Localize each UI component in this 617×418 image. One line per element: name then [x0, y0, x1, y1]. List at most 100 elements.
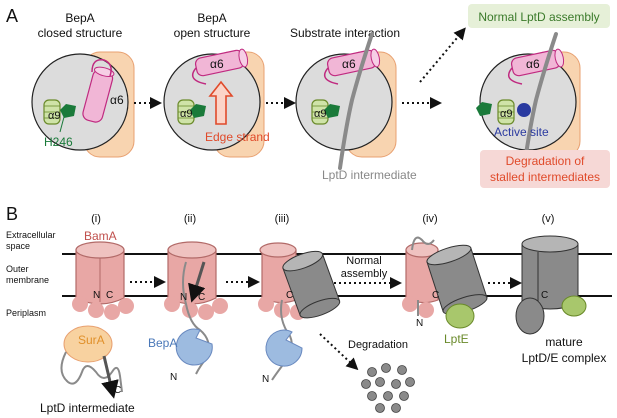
- helix6-cylinder-2: [194, 48, 249, 77]
- lptd-intermediate-strand-3: [338, 32, 374, 170]
- helix6-label-4: α6: [526, 57, 540, 71]
- step-ii-bepa-binding: N C BepA N: [148, 241, 228, 383]
- helix9-cylinder-4: [497, 99, 515, 125]
- c-terminal-label-i: C: [114, 385, 121, 396]
- helix6-loop-4: [507, 67, 523, 85]
- potra-domain-i-4: [118, 298, 134, 314]
- bama-label: BamA: [84, 229, 117, 243]
- lpte-label: LptE: [444, 332, 469, 346]
- helix9-label-3: α9: [314, 108, 326, 120]
- sura-label: SurA: [78, 333, 105, 347]
- bama-top-iii: [259, 242, 297, 258]
- n-terminal-label-ii: N: [170, 372, 177, 383]
- degradation-label-b: Degradation: [348, 339, 408, 351]
- mature-label-line2: LptD/E complex: [522, 351, 607, 365]
- bepa-closed-structure: α6 α9 H246: [31, 51, 135, 158]
- outer-membrane-label-line2: membrane: [6, 275, 49, 285]
- mature-lptd-n-domain: [515, 297, 545, 335]
- potra-domain-i-1: [72, 296, 88, 312]
- bama-top-i: [75, 241, 125, 259]
- helix6-label-3: α6: [342, 57, 356, 71]
- extracellular-label-line2: space: [6, 241, 30, 251]
- h246-label: H246: [44, 135, 73, 149]
- bepa-pacman-iii: [265, 329, 303, 367]
- normal-assembly-label: Normal LptD assembly: [478, 10, 599, 24]
- h246-marker-4: [476, 102, 492, 116]
- c-label-i: C: [106, 290, 113, 301]
- step3-title: Substrate interaction: [290, 26, 400, 40]
- mature-lptd-top: [521, 235, 579, 253]
- helix6-loop-2: [191, 67, 207, 85]
- helix9-label-2: α9: [180, 108, 192, 120]
- edge-strand-label: Edge strand: [205, 130, 270, 144]
- helix6-label-1: α6: [110, 93, 124, 107]
- edge-strand-arrow-2: [208, 80, 234, 125]
- arrow-to-normal-assembly: [419, 27, 466, 83]
- bama-top-ii: [167, 241, 217, 259]
- helix9-label-1: α9: [48, 110, 60, 122]
- step-label-ii: (ii): [184, 213, 196, 225]
- step-label-iii: (iii): [275, 213, 290, 225]
- step-iii-stalled-intermediate: C N: [258, 242, 341, 385]
- n-label-ii: N: [180, 292, 187, 303]
- step-v-mature-complex: C mature LptD/E complex: [515, 235, 607, 365]
- step-i-bama-sura: BamA N C SurA C LptD intermediate: [40, 229, 135, 415]
- normal-assembly-box: [468, 4, 610, 28]
- periplasm-label: Periplasm: [6, 308, 46, 318]
- sura-chaperone: [63, 325, 113, 363]
- normal-assembly-label-b-line1: Normal: [346, 255, 381, 267]
- bepa-open-structure: α6 α9 Edge strand: [163, 48, 270, 158]
- n-terminal-label-iv: N: [416, 318, 423, 329]
- h246-marker-3: [324, 104, 340, 118]
- helix6-loop-3: [323, 67, 339, 85]
- c-label-ii: C: [198, 292, 205, 303]
- lptd-intermediate-label-a: LptD intermediate: [322, 168, 417, 182]
- potra-domain-i-3: [104, 304, 120, 320]
- active-site-marker: [517, 103, 531, 117]
- lptd-intermediate-strand-4: [522, 32, 558, 170]
- h246-marker-1: [60, 104, 76, 118]
- step2-title-line2: open structure: [174, 26, 251, 40]
- step1-title-line2: closed structure: [38, 26, 123, 40]
- panel-b-label: B: [6, 204, 18, 224]
- substrate-interaction: α6 α9 LptD intermediate: [295, 32, 417, 182]
- c-label-iv: C: [432, 290, 439, 301]
- mature-lpte: [561, 295, 587, 317]
- c-label-v: C: [541, 290, 548, 301]
- outer-membrane-label-line1: Outer: [6, 264, 29, 274]
- bama-top-iv: [405, 242, 439, 258]
- degradation-box: [480, 150, 610, 188]
- lptd-strand-arrow-ii: [188, 261, 206, 303]
- mature-label-line1: mature: [545, 335, 583, 349]
- step-label-iv: (iv): [422, 213, 437, 225]
- degradation-label-line2: stalled intermediates: [490, 170, 600, 184]
- lptd-unfolded-chain-i: [60, 351, 123, 393]
- bepa-label: BepA: [148, 336, 177, 350]
- n-terminal-label-iii: N: [262, 374, 269, 385]
- step-iv-lpte-assembly: C N LptE: [402, 236, 488, 346]
- step-label-v: (v): [542, 213, 555, 225]
- lptd-c-terminal-arrow-i: [101, 355, 119, 399]
- degradation-fragments: [361, 363, 415, 413]
- h246-pointer-1: [59, 116, 65, 133]
- h246-marker-2: [190, 104, 206, 118]
- degradation-label-line1: Degradation of: [506, 154, 585, 168]
- bepa-body-2: [163, 53, 261, 151]
- normal-assembly-label-b-line2: assembly: [341, 268, 388, 280]
- panel-a-label: A: [6, 6, 18, 26]
- step1-title-line1: BepA: [65, 11, 94, 25]
- step-label-i: (i): [91, 213, 101, 225]
- extracellular-label-line1: Extracellular: [6, 230, 56, 240]
- bepa-active-state: α6 α9 Active site: [476, 32, 581, 170]
- n-label-i: N: [93, 290, 100, 301]
- potra-domain-i-2: [88, 302, 104, 318]
- c-label-iii: C: [286, 290, 293, 301]
- helix6-label-2: α6: [210, 57, 224, 71]
- active-site-label: Active site: [494, 125, 549, 139]
- helix6-cylinder-1: [82, 66, 115, 123]
- step2-title-line1: BepA: [197, 11, 226, 25]
- helix9-label-4: α9: [500, 108, 512, 120]
- lptd-barrel-iii: [282, 250, 341, 319]
- lptd-loop-iv: [411, 236, 435, 251]
- helix6-loop-1: [91, 59, 112, 77]
